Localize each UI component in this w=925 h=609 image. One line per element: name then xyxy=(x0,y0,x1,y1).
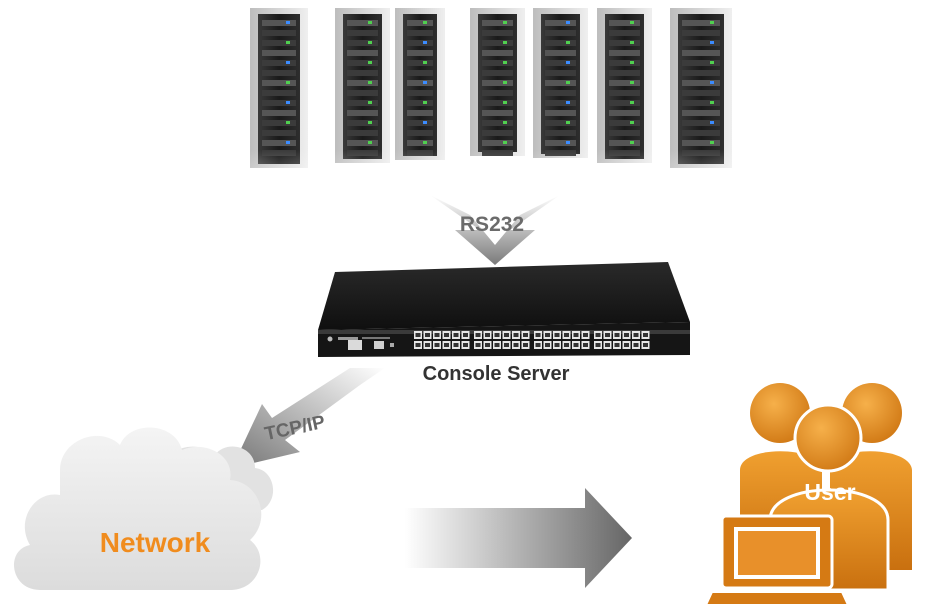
rs232-label: RS232 xyxy=(459,213,525,236)
rs232-arrow xyxy=(430,195,560,265)
console-server-label: Console Server xyxy=(422,363,570,385)
user-label: User xyxy=(804,479,856,505)
network-label: Network xyxy=(99,527,211,558)
console-server-device-icon xyxy=(318,262,690,357)
tcpip-arrow xyxy=(232,368,385,468)
cloud-icon xyxy=(13,427,274,590)
network-to-user-arrow xyxy=(405,488,632,588)
server-rack-icon xyxy=(240,8,740,240)
laptop-icon xyxy=(704,514,850,606)
